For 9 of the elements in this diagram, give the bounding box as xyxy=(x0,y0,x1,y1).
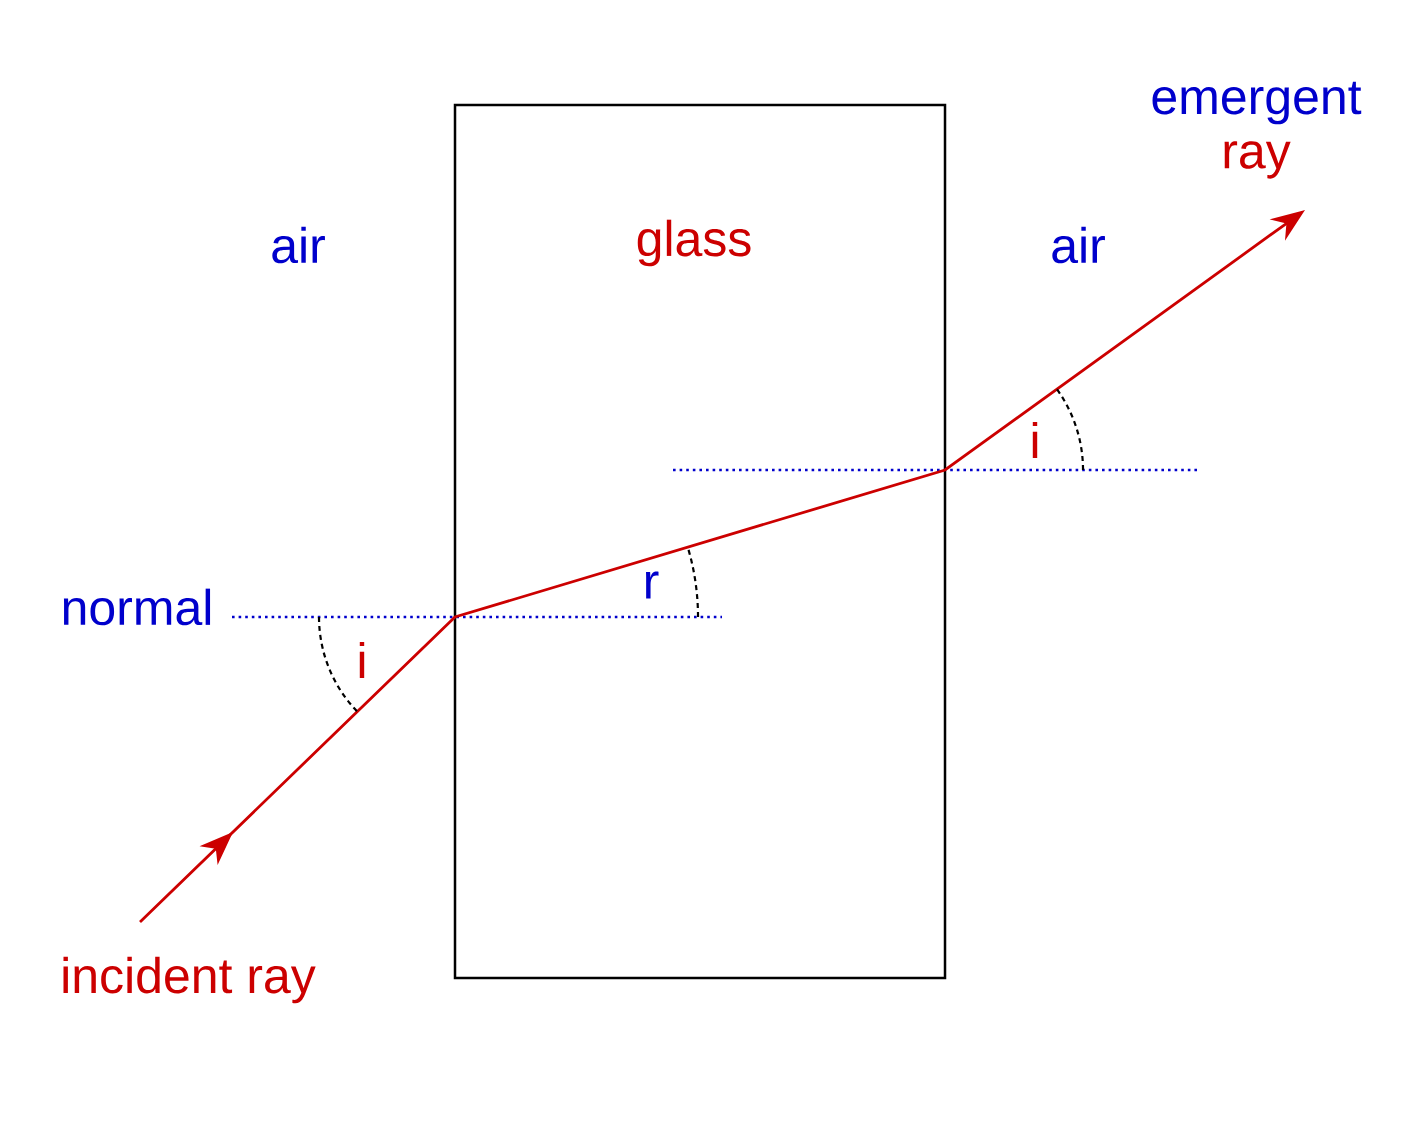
ray-label: ray xyxy=(1224,141,1291,179)
angle-label: i xyxy=(1032,421,1038,459)
angle-label: r xyxy=(646,571,659,599)
ray-label: incident ray xyxy=(63,956,316,1004)
medium-label: air xyxy=(272,226,325,264)
medium-label: air xyxy=(1052,226,1105,264)
normal-label: normal xyxy=(63,588,211,626)
angle-label: i xyxy=(359,641,365,679)
ray-label: emergent xyxy=(1152,81,1362,125)
